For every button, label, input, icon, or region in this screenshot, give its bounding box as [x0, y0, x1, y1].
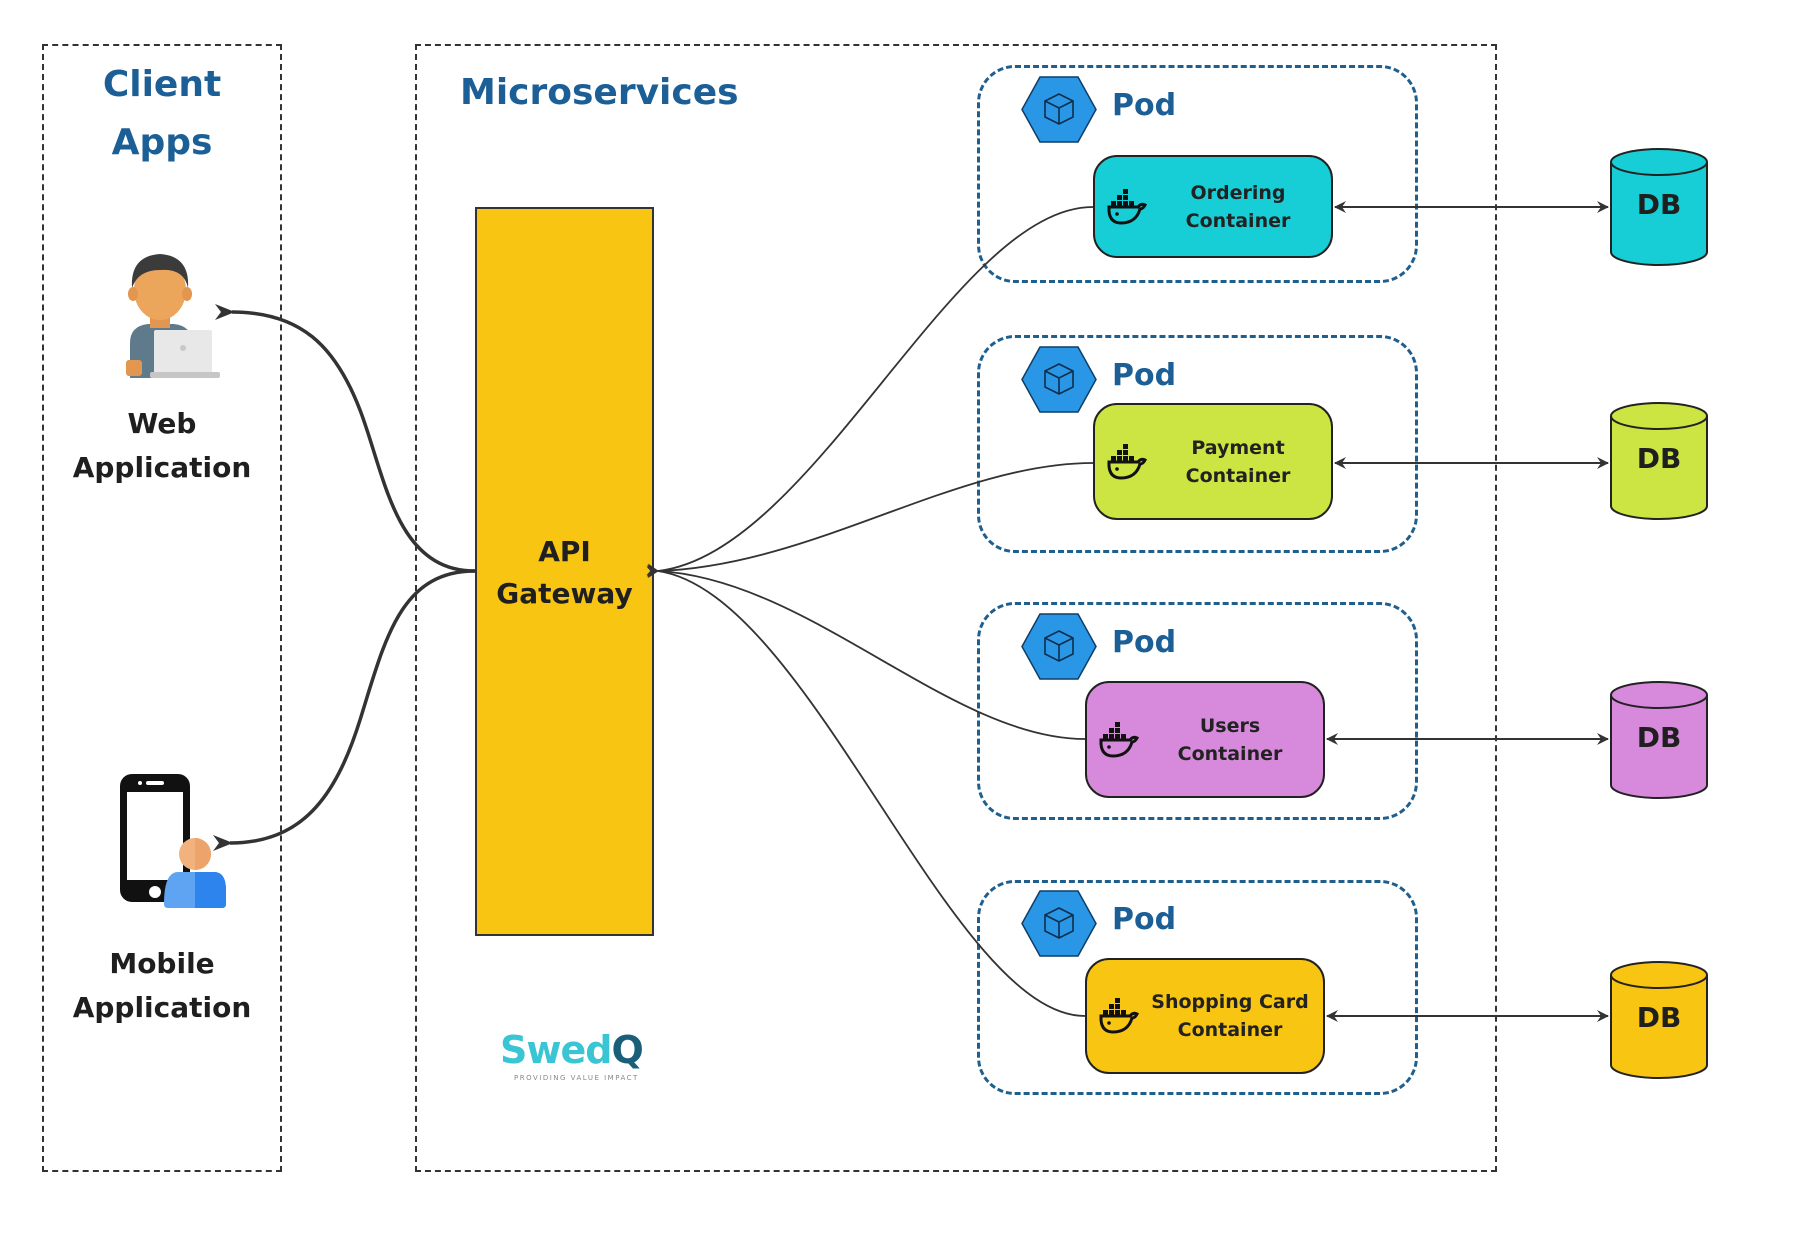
- ordering-database[interactable]: [1610, 148, 1708, 266]
- db-label: DB: [1636, 1001, 1682, 1034]
- container-label: Payment Container: [1155, 434, 1321, 490]
- shopping-card-database[interactable]: [1610, 961, 1708, 1079]
- db-label: DB: [1636, 442, 1682, 475]
- container-label-line1: Ordering: [1190, 181, 1286, 204]
- ordering-container[interactable]: Ordering Container: [1093, 155, 1333, 258]
- gateway-to-web-arrow: [214, 303, 476, 573]
- container-label-line1: Shopping Card: [1151, 991, 1309, 1013]
- container-label-line2: Container: [1177, 1019, 1283, 1041]
- client-apps-title: Client Apps: [42, 56, 282, 172]
- pod-payment: [977, 335, 1418, 553]
- docker-whale-icon: [1107, 188, 1148, 225]
- payment-container[interactable]: Payment Container: [1093, 403, 1333, 520]
- db-label: DB: [1636, 188, 1682, 221]
- person-laptop-icon: [126, 254, 220, 378]
- gateway-to-mobile-arrow: [212, 569, 476, 852]
- logo-name-accent: Q: [611, 1028, 643, 1072]
- container-label-line1: Payment: [1191, 436, 1285, 459]
- logo-name: SwedQ: [500, 1028, 644, 1072]
- container-label-line2: Container: [1185, 209, 1291, 232]
- container-label: Ordering Container: [1155, 179, 1321, 235]
- users-to-gateway-line: [646, 564, 1086, 740]
- pod-cube-icon: [1021, 613, 1097, 680]
- api-gateway[interactable]: API Gateway: [475, 207, 654, 936]
- client-apps-region: [42, 44, 282, 1172]
- users-database[interactable]: [1610, 681, 1708, 799]
- payment-database[interactable]: [1610, 402, 1708, 520]
- client-title-line1: Client: [102, 64, 222, 105]
- gateway-label-line1: API: [538, 535, 591, 568]
- ordering-to-gateway-line: [646, 206, 1094, 579]
- web-label-line1: Web: [127, 407, 197, 440]
- microservices-region: [415, 44, 1497, 1172]
- logo-name-main: Swed: [500, 1028, 612, 1072]
- container-label-line1: Users: [1199, 714, 1261, 737]
- pod-ordering: [977, 65, 1418, 283]
- mobile-application-label: Mobile Application: [42, 942, 282, 1030]
- pod-label: Pod: [1112, 88, 1177, 123]
- gateway-label-line2: Gateway: [496, 577, 633, 610]
- payment-to-gateway-line: [646, 462, 1094, 578]
- web-application-label: Web Application: [42, 402, 282, 490]
- db-label: DB: [1636, 721, 1682, 754]
- pod-cube-icon: [1021, 890, 1097, 957]
- container-label-line2: Container: [1185, 464, 1291, 487]
- logo-tagline: PROVIDING VALUE IMPACT: [514, 1074, 639, 1082]
- docker-whale-icon: [1107, 443, 1148, 480]
- users-container[interactable]: Users Container: [1085, 681, 1325, 798]
- api-gateway-label: API Gateway: [477, 531, 652, 615]
- container-label-line2: Container: [1177, 742, 1283, 765]
- microservices-title: Microservices: [460, 72, 739, 113]
- pod-cube-icon: [1021, 76, 1097, 143]
- pod-label: Pod: [1112, 902, 1177, 937]
- container-label: Users Container: [1147, 712, 1313, 768]
- pod-shopping-card: [977, 880, 1418, 1095]
- client-title-line2: Apps: [111, 122, 213, 163]
- docker-whale-icon: [1099, 721, 1140, 758]
- container-label: Shopping Card Container: [1147, 988, 1313, 1044]
- swedq-logo: SwedQ PROVIDING VALUE IMPACT: [500, 1028, 660, 1084]
- pod-cube-icon: [1021, 346, 1097, 413]
- mobile-label-line2: Application: [72, 991, 252, 1024]
- mobile-user-icon: [120, 774, 226, 908]
- web-label-line2: Application: [72, 451, 252, 484]
- pod-label: Pod: [1112, 358, 1177, 393]
- mobile-label-line1: Mobile: [109, 947, 215, 980]
- docker-whale-icon: [1099, 998, 1140, 1034]
- shopping-card-container[interactable]: Shopping Card Container: [1085, 958, 1325, 1074]
- pod-label: Pod: [1112, 625, 1177, 660]
- shopping-card-to-gateway-line: [646, 563, 1086, 1017]
